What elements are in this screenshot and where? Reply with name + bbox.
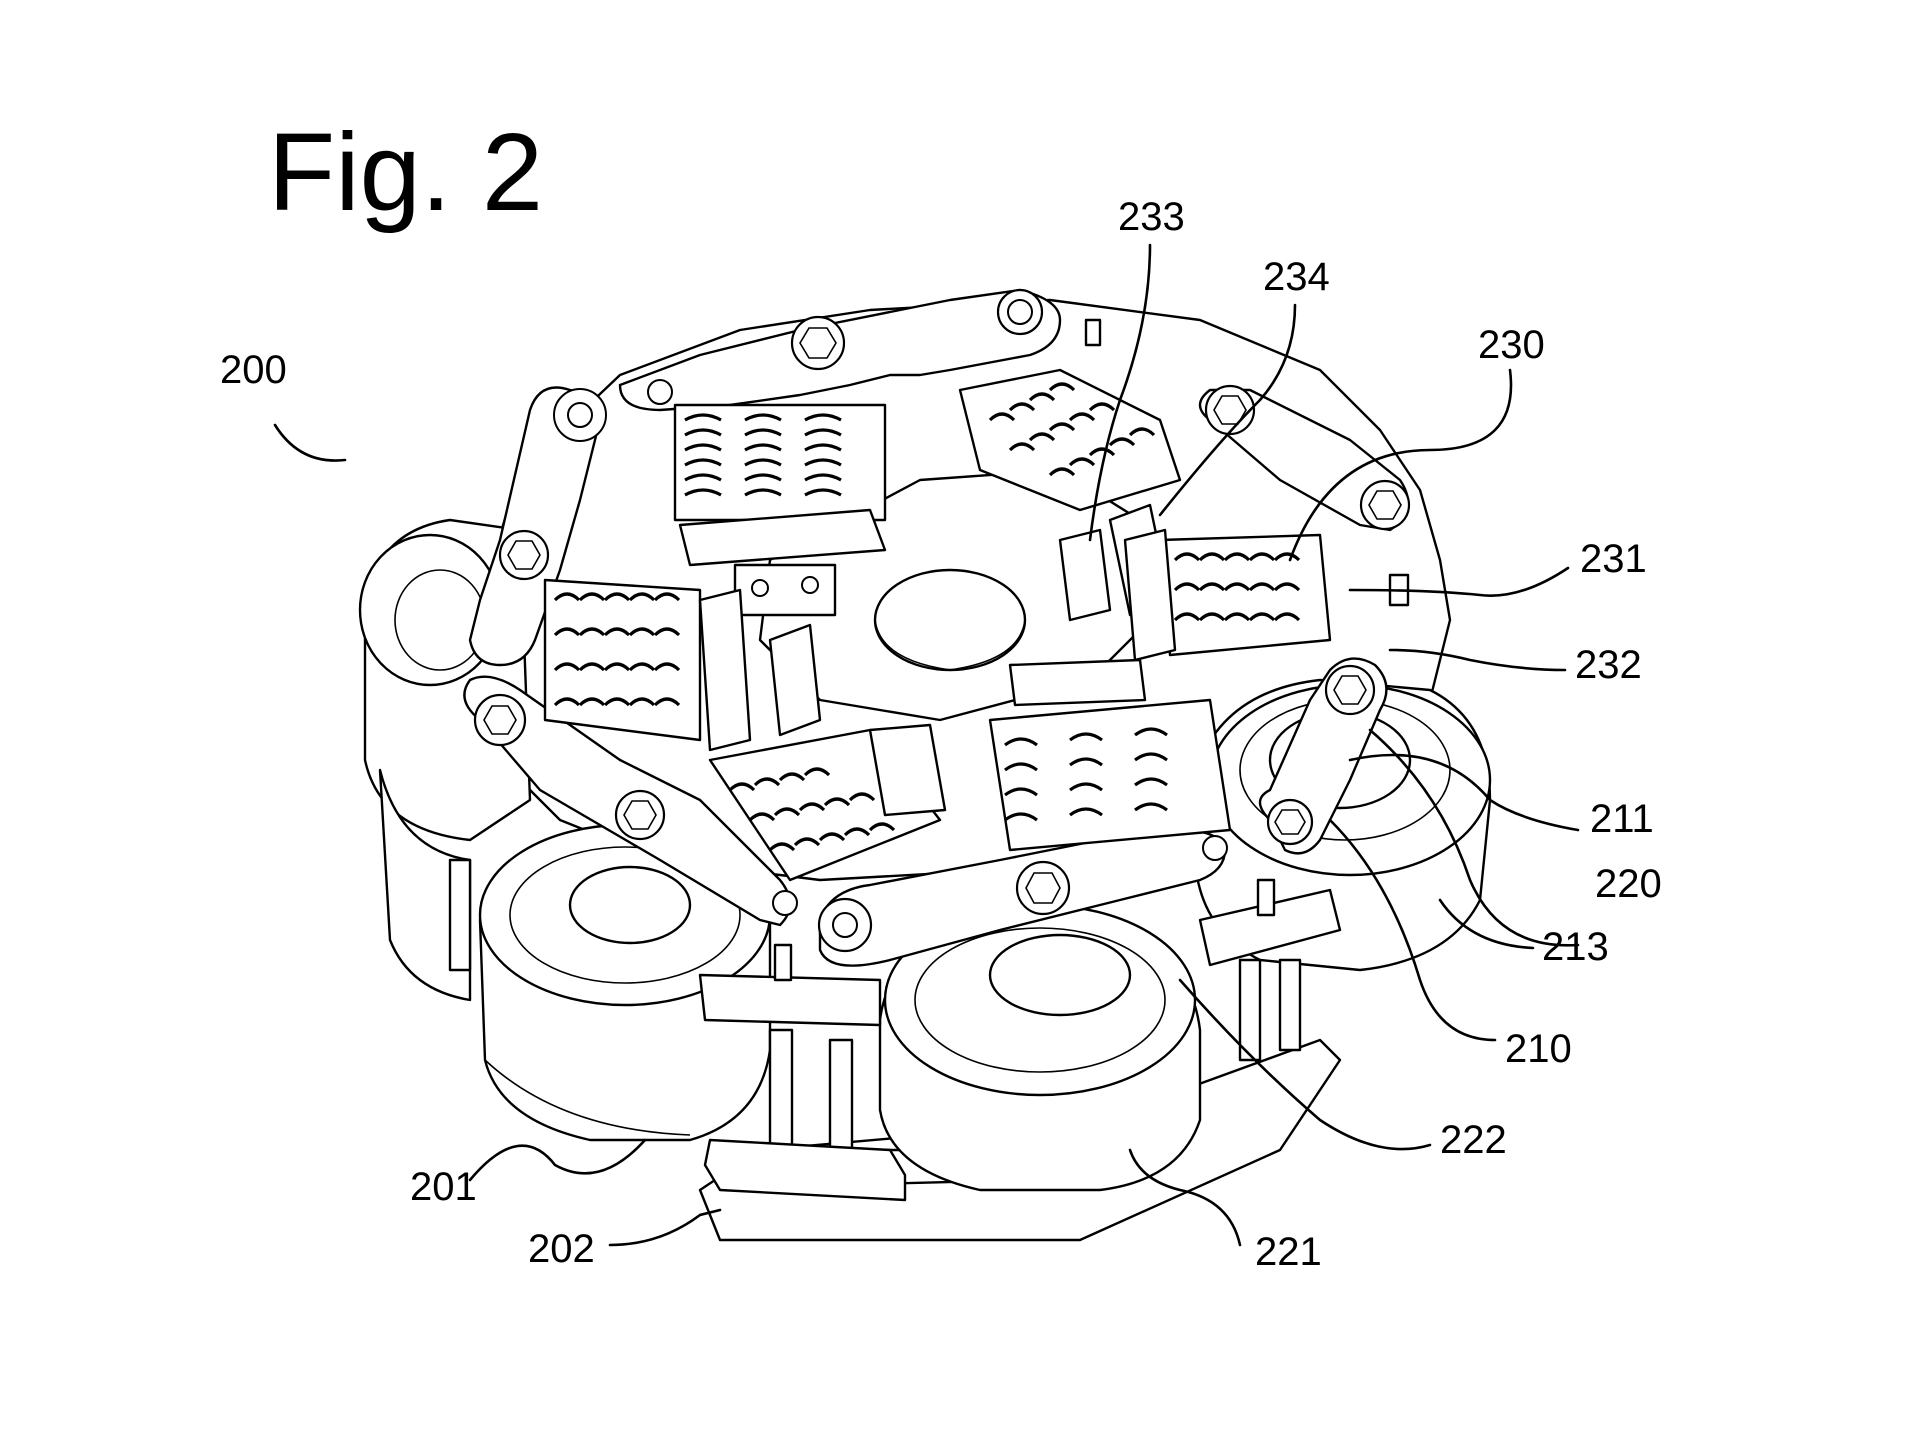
label-231: 231 [1580, 537, 1647, 581]
brake-assembly-drawing [358, 288, 1492, 1242]
label-200: 200 [220, 348, 287, 392]
label-232: 232 [1575, 643, 1642, 687]
label-230: 230 [1478, 323, 1545, 367]
label-201: 201 [410, 1165, 477, 1209]
leader-lines [273, 243, 1580, 1247]
label-234: 234 [1263, 255, 1330, 299]
reference-labels: 200 201 202 210 211 213 220 221 222 230 … [220, 195, 1662, 1274]
label-210: 210 [1505, 1027, 1572, 1071]
label-211: 211 [1590, 797, 1654, 841]
label-213: 213 [1542, 925, 1609, 969]
spring-pack-right [1123, 528, 1410, 662]
label-222: 222 [1440, 1118, 1507, 1162]
label-220: 220 [1595, 862, 1662, 906]
label-202: 202 [528, 1227, 595, 1271]
spring-pack-bottom-left [708, 723, 947, 882]
spring-pack-bottom-right [988, 658, 1232, 852]
label-221: 221 [1255, 1230, 1322, 1274]
label-233: 233 [1118, 195, 1185, 239]
spring-pack-top [673, 403, 887, 617]
figure-title: Fig. 2 [268, 111, 543, 234]
spring-pack-left [543, 578, 822, 752]
